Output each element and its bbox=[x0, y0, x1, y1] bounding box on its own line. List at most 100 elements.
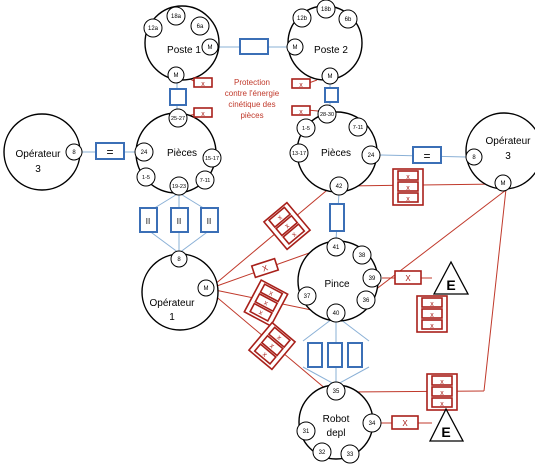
svg-text:x: x bbox=[299, 109, 303, 116]
svg-text:x: x bbox=[440, 401, 444, 408]
svg-text:x: x bbox=[277, 214, 285, 222]
svg-text:x: x bbox=[299, 82, 303, 89]
svg-text:M: M bbox=[293, 45, 298, 51]
port-42: 42 bbox=[329, 176, 349, 196]
svg-text:18b: 18b bbox=[321, 7, 332, 13]
svg-text:x: x bbox=[440, 379, 444, 386]
svg-text:x: x bbox=[268, 343, 276, 351]
svg-text:x: x bbox=[406, 185, 410, 192]
annotation-line-3: cinétique des bbox=[228, 100, 275, 109]
port-18b: 18b bbox=[316, 0, 336, 19]
svg-text:M: M bbox=[208, 45, 213, 51]
port-m-op3right: M bbox=[494, 174, 512, 192]
svg-text:x: x bbox=[201, 111, 205, 118]
operator3-left-label-line2: 3 bbox=[35, 164, 41, 175]
port-8-op3right: 8 bbox=[465, 148, 483, 166]
port-38: 38 bbox=[352, 245, 372, 265]
svg-text:x: x bbox=[406, 174, 410, 181]
link-pince-robot-e bbox=[335, 366, 370, 386]
svg-text:33: 33 bbox=[347, 452, 354, 458]
joint-pieces1-op1-left: II bbox=[139, 207, 158, 233]
svg-text:13-17: 13-17 bbox=[292, 151, 306, 157]
joint-pieces1-op1-mid: II bbox=[170, 207, 189, 233]
link-pieces1-op1-e bbox=[178, 229, 211, 254]
svg-text:36: 36 bbox=[363, 298, 370, 304]
svg-text:E: E bbox=[441, 424, 450, 440]
svg-text:x: x bbox=[275, 334, 283, 342]
svg-text:42: 42 bbox=[336, 184, 343, 190]
svg-text:=: = bbox=[106, 145, 113, 159]
port-41: 41 bbox=[326, 237, 346, 257]
operator1-label-line1: Opérateur bbox=[149, 298, 195, 309]
pieces1-label: Pièces bbox=[167, 148, 197, 159]
port-8-op1: 8 bbox=[170, 250, 188, 268]
port-19-23: 19-23 bbox=[169, 176, 189, 196]
port-35: 35 bbox=[326, 381, 346, 401]
svg-text:6b: 6b bbox=[345, 17, 352, 23]
svg-text:x: x bbox=[440, 390, 444, 397]
svg-text:8: 8 bbox=[472, 155, 476, 161]
port-6b: 6b bbox=[338, 9, 358, 29]
joint-pieces1-op1-right: II bbox=[200, 207, 219, 233]
joint-pieces2-op3right: = bbox=[412, 146, 442, 164]
svg-text:x: x bbox=[257, 309, 264, 317]
svg-text:x: x bbox=[406, 196, 410, 203]
svg-text:12b: 12b bbox=[297, 16, 308, 22]
joint-pieces2-pince bbox=[329, 203, 345, 232]
svg-text:X: X bbox=[261, 263, 269, 273]
protect-stack-42-opright: x x x bbox=[392, 168, 424, 206]
port-7-11-right: 7-11 bbox=[348, 117, 368, 137]
annotation-line-1: Protection bbox=[234, 78, 270, 87]
port-poste2-m-bottom: M bbox=[321, 67, 339, 85]
port-1-5-right: 1-5 bbox=[296, 118, 316, 138]
svg-text:x: x bbox=[268, 290, 275, 298]
svg-text:37: 37 bbox=[304, 294, 311, 300]
poste2-label: Poste 2 bbox=[314, 45, 348, 56]
svg-text:II: II bbox=[177, 217, 181, 226]
svg-text:7-11: 7-11 bbox=[353, 125, 364, 131]
protection-annotation: Protection contre l'énergie cinétique de… bbox=[225, 78, 280, 120]
protect-stack-op1-35: x x x bbox=[247, 321, 297, 371]
svg-text:x: x bbox=[263, 300, 270, 308]
svg-text:X: X bbox=[402, 419, 408, 428]
port-6a: 6a bbox=[190, 16, 210, 36]
joint-pince-robot-right bbox=[347, 342, 363, 368]
robot-label-line2: depl bbox=[327, 428, 346, 439]
svg-text:x: x bbox=[284, 222, 292, 230]
port-34: 34 bbox=[362, 413, 382, 433]
operator3-left-label-line1: Opérateur bbox=[15, 149, 61, 160]
svg-text:x: x bbox=[430, 301, 434, 308]
operator3-right-label-line2: 3 bbox=[505, 151, 511, 162]
svg-text:=: = bbox=[423, 149, 430, 163]
effector-triangle-robot: E bbox=[428, 407, 465, 442]
protect-34-effector: X bbox=[391, 415, 419, 430]
svg-text:M: M bbox=[328, 74, 333, 80]
link-pieces1-op1-d bbox=[147, 229, 180, 254]
port-40: 40 bbox=[326, 303, 346, 323]
svg-text:1-5: 1-5 bbox=[142, 175, 150, 181]
annotation-line-2: contre l'énergie bbox=[225, 89, 280, 98]
port-32: 32 bbox=[312, 442, 332, 462]
svg-text:24: 24 bbox=[368, 153, 375, 159]
effector-triangle-pince: E bbox=[432, 260, 470, 295]
port-33: 33 bbox=[340, 444, 360, 464]
port-12b: 12b bbox=[292, 8, 312, 28]
pieces2-label: Pièces bbox=[321, 148, 351, 159]
port-poste1-m-bottom: M bbox=[167, 66, 185, 84]
svg-text:x: x bbox=[201, 81, 205, 88]
port-8-op3left: 8 bbox=[65, 143, 83, 161]
svg-text:32: 32 bbox=[319, 450, 326, 456]
port-m-op1: M bbox=[197, 279, 215, 297]
protect-poste1: x bbox=[193, 77, 213, 88]
port-37: 37 bbox=[297, 286, 317, 306]
svg-text:II: II bbox=[207, 217, 211, 226]
port-poste2-m-left: M bbox=[286, 38, 304, 56]
protect-pieces1: x bbox=[193, 107, 213, 118]
svg-text:40: 40 bbox=[333, 311, 340, 317]
port-24-right: 24 bbox=[361, 145, 381, 165]
svg-text:7-11: 7-11 bbox=[200, 178, 211, 184]
svg-text:x: x bbox=[430, 323, 434, 330]
joint-poste1-poste2 bbox=[239, 38, 269, 55]
joint-poste1-pieces1 bbox=[169, 88, 187, 106]
protect-stack-40-opright: x x x bbox=[416, 295, 448, 333]
